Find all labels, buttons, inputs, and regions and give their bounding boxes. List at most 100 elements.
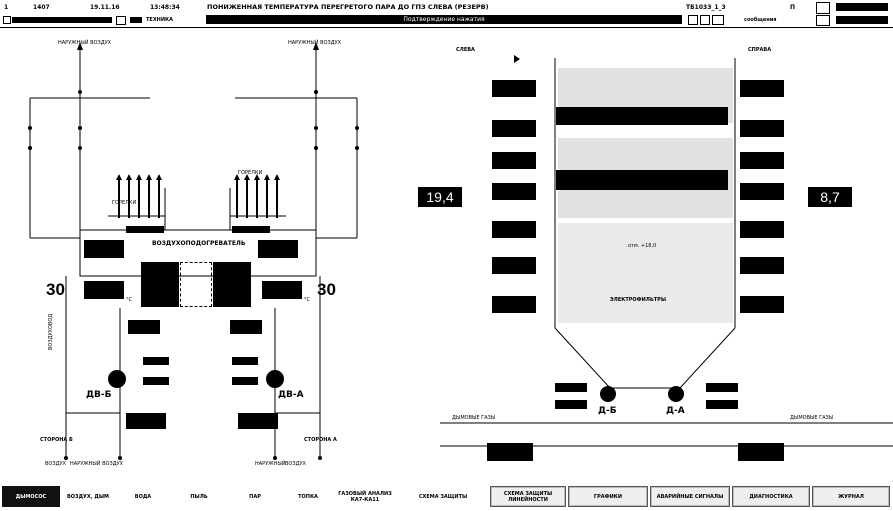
fan-a-indicator-2[interactable] <box>232 357 258 365</box>
electrofilter-caption: ЭЛЕКТРОФИЛЬТРЫ <box>610 297 667 303</box>
flue-temp-right[interactable] <box>738 443 784 461</box>
temp-left-3[interactable] <box>492 152 536 169</box>
arrow-left-icon[interactable] <box>688 15 698 25</box>
print-icon[interactable] <box>116 16 126 25</box>
temp-right-6[interactable] <box>740 257 784 274</box>
temp-left-7[interactable] <box>492 296 536 313</box>
exhauster-a-ind-2[interactable] <box>706 400 738 409</box>
side-b-label: СТОРОНА Б <box>40 437 73 443</box>
nav-item-journal[interactable]: ЖУРНАЛ <box>812 486 890 507</box>
air-heater-right[interactable] <box>213 262 251 307</box>
temp-right-7[interactable] <box>740 296 784 313</box>
exhauster-a-ind-1[interactable] <box>706 383 738 392</box>
outside-air-label-right: НАРУЖНЫЙ ВОЗДУХ <box>288 40 342 46</box>
label-right-side: СПРАВА <box>748 47 772 53</box>
vertical-duct-label: ВОЗДУХОВОД <box>48 313 54 350</box>
exhauster-b-ind-2[interactable] <box>555 400 587 409</box>
temp-box-heater-out-left[interactable] <box>84 281 124 299</box>
big-value-left: 19,4 <box>418 187 462 207</box>
alarm-ack-bar[interactable]: Подтверждение нажатия <box>206 15 682 24</box>
exhauster-b-label: Д-Б <box>598 406 617 416</box>
fan-a-indicator-3[interactable] <box>232 377 258 385</box>
value-left: 30 <box>46 280 65 299</box>
alarm-title: ПОНИЖЕННАЯ ТЕМПЕРАТУРА ПЕРЕГРЕТОГО ПАРА … <box>207 3 489 11</box>
heater-gate <box>180 262 212 307</box>
temp-right-2[interactable] <box>740 120 784 137</box>
temp-left-2[interactable] <box>492 120 536 137</box>
side-a-label: СТОРОНА А <box>304 437 337 443</box>
header-code: 1407 <box>33 4 50 11</box>
air-heater-left[interactable] <box>141 262 179 307</box>
nav-item-protection-linear[interactable]: СХЕМА ЗАЩИТЫ ЛИНЕЙНОСТИ <box>490 486 566 507</box>
sound-icon[interactable] <box>816 2 830 14</box>
header-time: 13:48:34 <box>150 4 180 11</box>
fan-a-icon[interactable] <box>266 370 284 388</box>
fan-b-indicator-1[interactable] <box>128 320 160 334</box>
nav-item-diagnostics[interactable]: ДИАГНОСТИКА <box>732 486 810 507</box>
lock-icon[interactable] <box>130 17 142 23</box>
top-divider <box>0 27 893 28</box>
fan-a-indicator-1[interactable] <box>230 320 262 334</box>
alarm-ack-text: Подтверждение нажатия <box>403 16 485 23</box>
air-heater-bank-1 <box>556 107 728 125</box>
nav-item-steam[interactable]: ПАР <box>249 493 261 500</box>
nav-item-gas-analysis[interactable]: ГАЗОВЫЙ АНАЛИЗ КА7-КА11 <box>338 490 392 503</box>
temp-box-heater-out-right[interactable] <box>262 281 302 299</box>
exhauster-a-icon[interactable] <box>668 386 684 402</box>
status-right: сообщения <box>744 17 777 23</box>
exhauster-b-ind-1[interactable] <box>555 383 587 392</box>
exhauster-b-icon[interactable] <box>600 386 616 402</box>
home-icon[interactable] <box>3 16 11 24</box>
temp-left-1[interactable] <box>492 80 536 97</box>
fan-a-current[interactable] <box>238 413 278 429</box>
fan-b-icon[interactable] <box>108 370 126 388</box>
status-strip <box>12 17 112 23</box>
temp-right-1[interactable] <box>740 80 784 97</box>
fan-b-label: ДВ-Б <box>86 390 112 400</box>
alarm-indicator <box>836 3 888 11</box>
air-heater-label: ВОЗДУХОПОДОГРЕВАТЕЛЬ <box>152 240 246 247</box>
nav-item-water[interactable]: ВОДА <box>134 493 152 500</box>
close-icon[interactable] <box>712 15 724 25</box>
heater-indicator-left <box>126 226 164 233</box>
temp-left-4[interactable] <box>492 183 536 200</box>
bottom-left-b: НАРУЖНЫЙ ВОЗДУХ <box>70 461 124 467</box>
nav-item-exhauster[interactable]: ДЫМОСОС <box>2 486 60 507</box>
temp-right-5[interactable] <box>740 221 784 238</box>
fan-a-label: ДВ-А <box>278 390 304 400</box>
temp-box-heater-in-left[interactable] <box>84 240 124 258</box>
flue-temp-left[interactable] <box>487 443 533 461</box>
burners-label-right: ГОРЕЛКИ <box>238 170 263 176</box>
nav-item-alarms[interactable]: АВАРИЙНЫЕ СИГНАЛЫ <box>650 486 730 507</box>
value-right: 30 <box>317 280 336 299</box>
flue-caption-right: ДЫМОВЫЕ ГАЗЫ <box>790 415 834 421</box>
nav-item-dust[interactable]: ПЫЛЬ <box>190 493 208 500</box>
bottom-nav: ДЫМОСОС ВОЗДУХ, ДЫМ ВОДА ПЫЛЬ ПАР ТОПКА … <box>0 483 893 511</box>
status-indicator <box>836 16 888 24</box>
arrow-right-icon[interactable] <box>700 15 710 25</box>
temp-left-5[interactable] <box>492 221 536 238</box>
fan-b-current[interactable] <box>126 413 166 429</box>
bottom-left-a: ВОЗДУХ <box>45 461 66 467</box>
temp-right-3[interactable] <box>740 152 784 169</box>
page-letter: П <box>790 4 796 11</box>
fan-b-indicator-3[interactable] <box>143 377 169 385</box>
header-id: 1 <box>4 4 9 11</box>
top-bar: 1 1407 19.11.16 13:48:34 ПОНИЖЕННАЯ ТЕМП… <box>0 0 893 28</box>
temp-left-6[interactable] <box>492 257 536 274</box>
unit-1: °С <box>126 297 132 303</box>
nav-item-charts[interactable]: ГРАФИКИ <box>568 486 648 507</box>
heater-indicator-right <box>232 226 270 233</box>
temp-right-4[interactable] <box>740 183 784 200</box>
temp-box-heater-in-right[interactable] <box>258 240 298 258</box>
unit-2: °С <box>304 297 310 303</box>
ack-icon[interactable] <box>816 15 830 26</box>
nav-item-protection[interactable]: СХЕМА ЗАЩИТЫ <box>418 493 468 500</box>
flue-caption-left: ДЫМОВЫЕ ГАЗЫ <box>452 415 496 421</box>
nav-item-air-smoke[interactable]: ВОЗДУХ, ДЫМ <box>66 493 110 500</box>
header-date: 19.11.16 <box>90 4 120 11</box>
play-icon[interactable] <box>514 55 520 63</box>
fan-b-indicator-2[interactable] <box>143 357 169 365</box>
nav-item-furnace[interactable]: ТОПКА <box>298 493 318 500</box>
outside-air-label-left: НАРУЖНЫЙ ВОЗДУХ <box>58 40 112 46</box>
